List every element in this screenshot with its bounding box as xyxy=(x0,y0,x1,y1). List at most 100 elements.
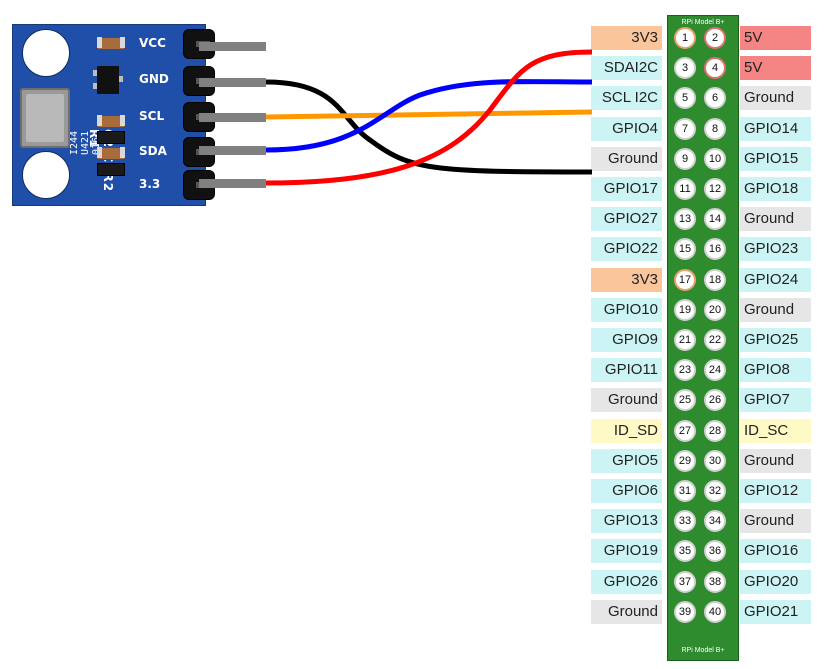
pin-37: 37 xyxy=(674,571,696,593)
pin-12-label: GPIO18 xyxy=(740,177,811,201)
pin-14: 14 xyxy=(704,208,726,230)
pin-26-label: GPIO7 xyxy=(740,388,811,412)
pin-30: 30 xyxy=(704,450,726,472)
pin-19-label: GPIO10 xyxy=(591,298,662,322)
pin-13: 13 xyxy=(674,208,696,230)
pin-label-3v3: 3.3 xyxy=(139,177,161,191)
pin-label-vcc: VCC xyxy=(139,36,166,50)
lead-vcc xyxy=(199,42,266,51)
pin-38: 38 xyxy=(704,571,726,593)
pin-28-label: ID_SC xyxy=(740,419,811,443)
sensor-chip xyxy=(20,88,70,148)
chip-marking-line: I244 xyxy=(69,130,80,155)
pin-25: 25 xyxy=(674,389,696,411)
pin-29-label: GPIO5 xyxy=(591,449,662,473)
pin-13-label: GPIO27 xyxy=(591,207,662,231)
lead-scl xyxy=(199,113,266,122)
wire-scl xyxy=(265,109,593,120)
pin-22: 22 xyxy=(704,329,726,351)
capacitor xyxy=(97,37,125,50)
pin-21-label: GPIO9 xyxy=(591,328,662,352)
pin-17-label: 3V3 xyxy=(591,268,662,292)
pin-17: 17 xyxy=(674,269,696,291)
pin-2: 2 xyxy=(704,27,726,49)
voltage-regulator xyxy=(93,66,123,94)
pin-25-label: Ground xyxy=(591,388,662,412)
pin-18: 18 xyxy=(704,269,726,291)
pin-32-label: GPIO12 xyxy=(740,479,811,503)
pin-32: 32 xyxy=(704,480,726,502)
pin-15-label: GPIO22 xyxy=(591,237,662,261)
pin-1: 1 xyxy=(674,27,696,49)
pin-27-label: ID_SD xyxy=(591,419,662,443)
pin-34: 34 xyxy=(704,510,726,532)
pin-label-gnd: GND xyxy=(139,72,169,86)
pin-8: 8 xyxy=(704,118,726,140)
sensor-module: I244 U421 016 C2 C3R2 R1 VCC GND SCL SDA… xyxy=(12,24,215,206)
pin-38-label: GPIO20 xyxy=(740,570,811,594)
pin-20: 20 xyxy=(704,299,726,321)
pin-34-label: Ground xyxy=(740,509,811,533)
pin-31: 31 xyxy=(674,480,696,502)
capacitor xyxy=(97,115,125,128)
pin-33: 33 xyxy=(674,510,696,532)
pin-37-label: GPIO26 xyxy=(591,570,662,594)
pin-8-label: GPIO14 xyxy=(740,117,811,141)
pin-label-scl: SCL xyxy=(139,109,165,123)
pin-5-label: SCL I2C xyxy=(591,86,662,110)
pin-16-label: GPIO23 xyxy=(740,237,811,261)
mounting-hole-bottom xyxy=(22,151,70,199)
pi-board-title-bottom: RPi Model B+ xyxy=(681,647,725,654)
lead-gnd xyxy=(199,78,266,87)
pi-board-title-top: RPi Model B+ xyxy=(681,19,725,26)
pin-23: 23 xyxy=(674,359,696,381)
lead-3v3 xyxy=(199,179,266,188)
pin-6: 6 xyxy=(704,87,726,109)
pin-36-label: GPIO16 xyxy=(740,539,811,563)
pin-22-label: GPIO25 xyxy=(740,328,811,352)
pin-12: 12 xyxy=(704,178,726,200)
pin-19: 19 xyxy=(674,299,696,321)
pin-18-label: GPIO24 xyxy=(740,268,811,292)
pin-9-label: Ground xyxy=(591,147,662,171)
pin-24: 24 xyxy=(704,359,726,381)
pin-29: 29 xyxy=(674,450,696,472)
pin-20-label: Ground xyxy=(740,298,811,322)
pin-9: 9 xyxy=(674,148,696,170)
pin-39: 39 xyxy=(674,601,696,623)
pin-21: 21 xyxy=(674,329,696,351)
pin-40: 40 xyxy=(704,601,726,623)
pin-26: 26 xyxy=(704,389,726,411)
pin-2-label: 5V xyxy=(740,26,811,50)
pin-7: 7 xyxy=(674,118,696,140)
pin-27: 27 xyxy=(674,420,696,442)
pin-23-label: GPIO11 xyxy=(591,358,662,382)
pin-33-label: GPIO13 xyxy=(591,509,662,533)
pin-24-label: GPIO8 xyxy=(740,358,811,382)
pin-30-label: Ground xyxy=(740,449,811,473)
resistor xyxy=(97,131,125,144)
pin-35-label: GPIO19 xyxy=(591,539,662,563)
wire-sda xyxy=(265,79,593,153)
pin-35: 35 xyxy=(674,540,696,562)
pin-7-label: GPIO4 xyxy=(591,117,662,141)
pin-16: 16 xyxy=(704,238,726,260)
pin-15: 15 xyxy=(674,238,696,260)
pin-28: 28 xyxy=(704,420,726,442)
pin-label-sda: SDA xyxy=(139,144,167,158)
pin-4: 4 xyxy=(704,57,726,79)
mounting-hole-top xyxy=(22,29,70,77)
resistor xyxy=(97,163,125,176)
pin-3: 3 xyxy=(674,57,696,79)
wire-gnd xyxy=(265,79,593,175)
pin-11: 11 xyxy=(674,178,696,200)
capacitor xyxy=(97,147,125,160)
pin-6-label: Ground xyxy=(740,86,811,110)
pin-10-label: GPIO15 xyxy=(740,147,811,171)
pin-3-label: SDAI2C xyxy=(591,56,662,80)
pin-4-label: 5V xyxy=(740,56,811,80)
wire-3v3 xyxy=(265,49,593,186)
pin-36: 36 xyxy=(704,540,726,562)
pin-39-label: Ground xyxy=(591,600,662,624)
